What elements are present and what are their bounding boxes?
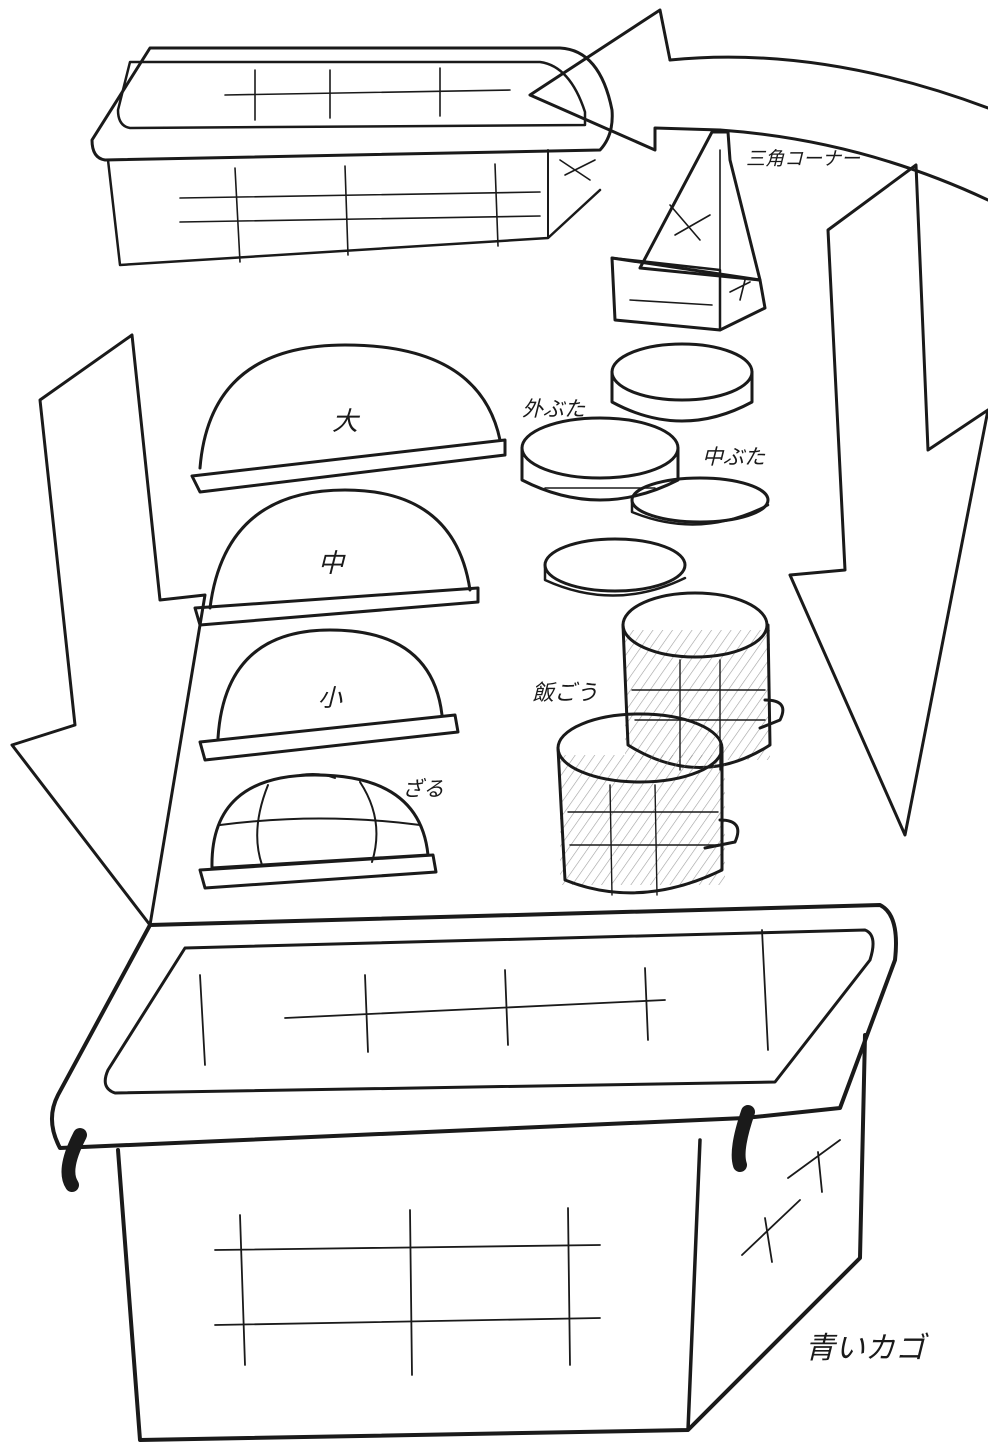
label-inner-lid: 中ぶた (702, 445, 766, 469)
label-rice-pot: 飯ごう (532, 681, 598, 706)
colander (200, 774, 436, 888)
inner-lid-back (632, 478, 768, 524)
left-down-arrow (12, 335, 205, 925)
right-down-arrow (790, 165, 988, 835)
label-sankaku-corner: 三角コーナー (746, 148, 861, 170)
inner-lid-front (545, 539, 685, 596)
rice-pot-back (623, 593, 783, 770)
outer-lid-back (612, 344, 752, 421)
top-basket (92, 48, 612, 265)
outer-lid-front (522, 418, 678, 500)
label-bowl-small: 小 (318, 684, 343, 712)
label-blue-basket: 青いカゴ (805, 1331, 929, 1366)
blue-basket (52, 905, 896, 1440)
label-colander: ざる (402, 777, 444, 801)
label-outer-lid: 外ぶた (522, 397, 586, 421)
label-bowl-medium: 中 (318, 549, 346, 579)
label-bowl-large: 大 (332, 407, 361, 437)
sankaku-corner (612, 132, 765, 330)
return-arrow (530, 10, 988, 200)
